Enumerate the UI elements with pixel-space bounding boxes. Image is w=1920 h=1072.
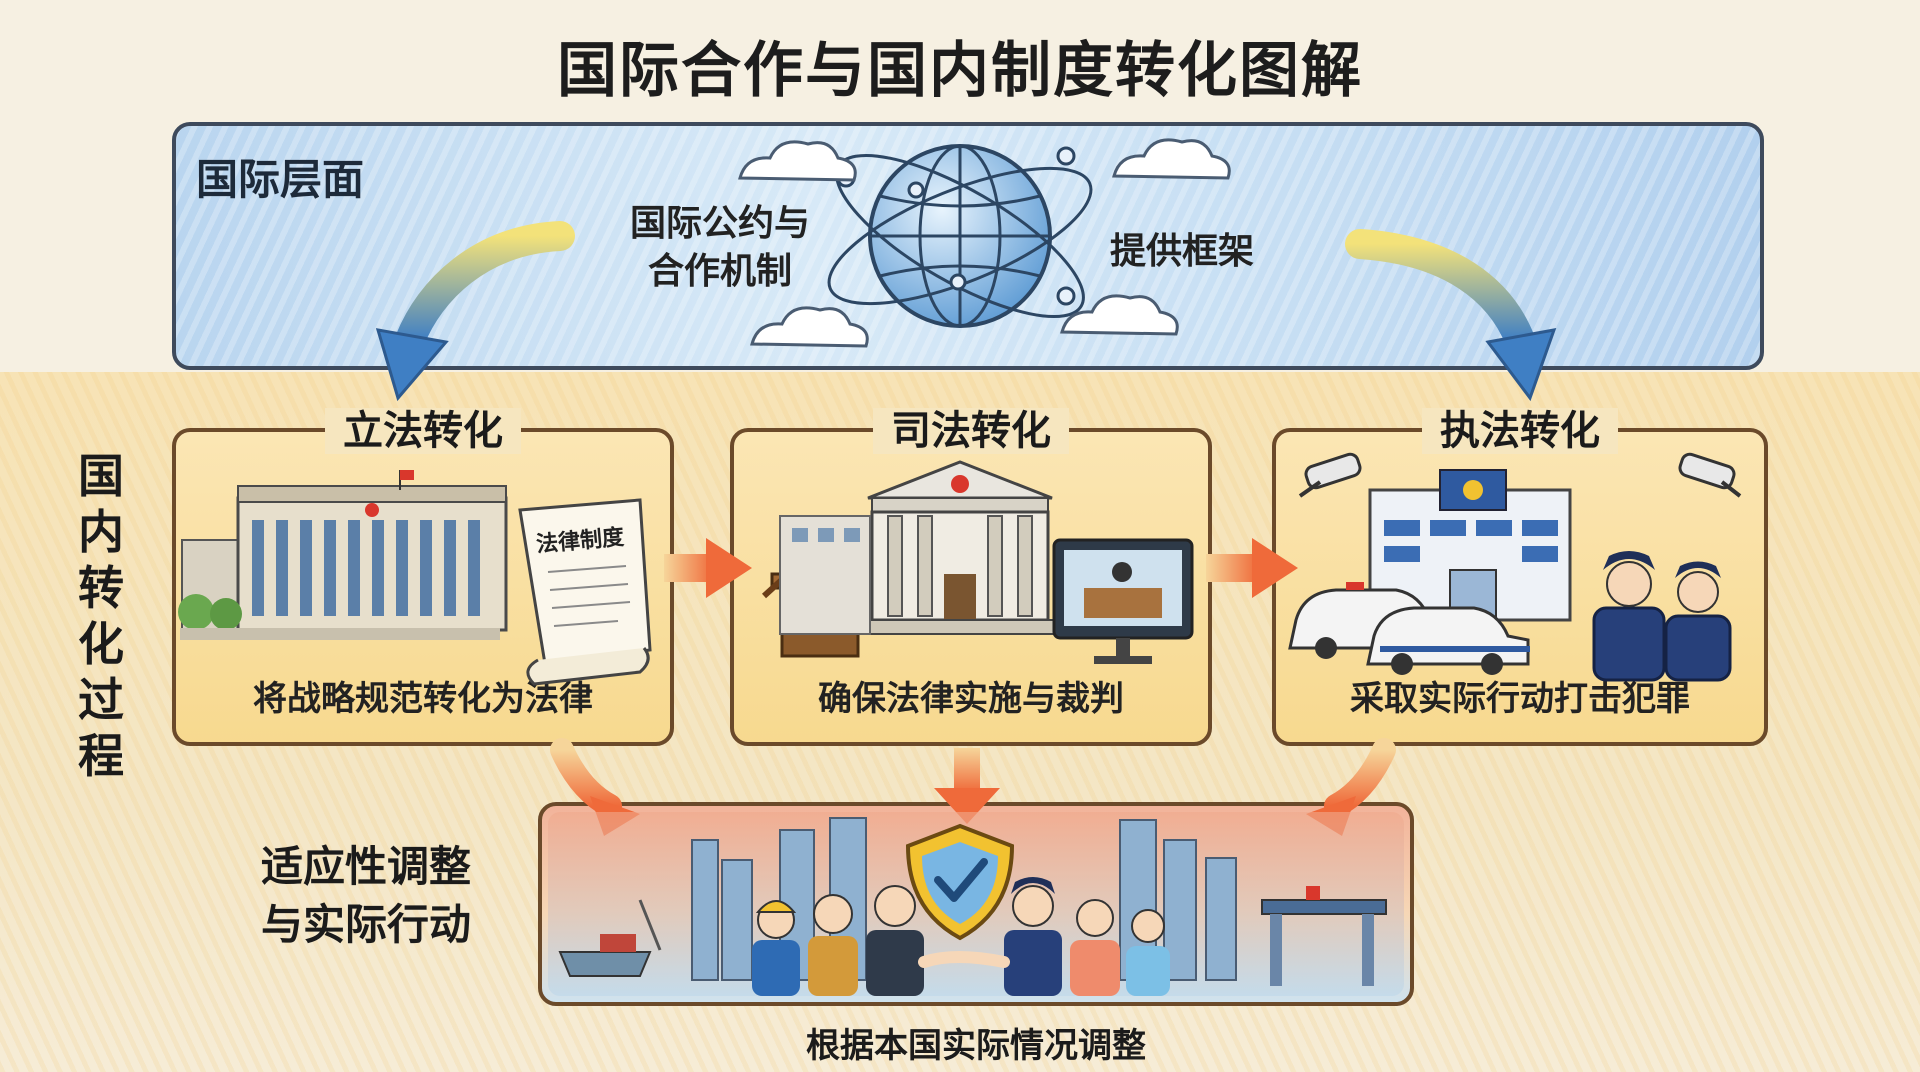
police-car-icon bbox=[1288, 582, 1530, 675]
domestic-char: 转 bbox=[78, 561, 124, 615]
judicial-down-arrow bbox=[934, 748, 1000, 824]
cloud-icon bbox=[738, 138, 1231, 348]
judicial-title: 司法转化 bbox=[873, 408, 1069, 454]
cctv-camera-icon bbox=[1298, 452, 1742, 498]
legislative-to-judicial-arrow bbox=[664, 538, 752, 598]
domestic-char: 国 bbox=[78, 449, 124, 503]
domestic-char: 内 bbox=[78, 505, 124, 559]
domestic-char: 化 bbox=[78, 617, 124, 671]
people-handshake-icon bbox=[752, 877, 1170, 996]
conventions-line-1: 国际公约与 bbox=[629, 203, 810, 244]
judicial-to-enforcement-arrow bbox=[1206, 538, 1298, 598]
page-title: 国际合作与国内制度转化图解 bbox=[557, 36, 1363, 106]
domestic-process-label: 国 内 转 化 过 程 bbox=[74, 448, 128, 784]
international-label: 国际层面 bbox=[196, 155, 365, 204]
police-officers-icon bbox=[1592, 551, 1732, 682]
right-down-arrow bbox=[1345, 229, 1557, 402]
adaptation-line-2: 与实际行动 bbox=[260, 900, 471, 949]
enforcement-caption: 采取实际行动打击犯罪 bbox=[1350, 679, 1690, 719]
conventions-line-2: 合作机制 bbox=[647, 251, 792, 292]
shield-check-icon bbox=[905, 823, 1015, 941]
domestic-char: 程 bbox=[78, 729, 124, 783]
video-court-monitor-icon bbox=[1052, 538, 1194, 664]
left-down-arrow bbox=[375, 221, 575, 402]
courthouse-icon bbox=[779, 460, 1057, 635]
law-scroll-icon: 法律制度 bbox=[518, 498, 652, 686]
framework-label: 提供框架 bbox=[1110, 231, 1255, 272]
enforcement-title: 执法转化 bbox=[1422, 408, 1618, 454]
conventions-label: 国际公约与 合作机制 bbox=[600, 200, 840, 296]
adaptation-label: 适应性调整 与实际行动 bbox=[246, 838, 486, 954]
globe-icon bbox=[827, 144, 1093, 328]
adaptation-caption: 根据本国实际情况调整 bbox=[806, 1026, 1146, 1066]
legislative-caption: 将战略规范转化为法律 bbox=[253, 679, 593, 719]
judicial-caption: 确保法律实施与裁判 bbox=[818, 679, 1124, 719]
parliament-building-icon bbox=[178, 470, 508, 640]
legislative-title: 立法转化 bbox=[325, 408, 521, 454]
adaptation-line-1: 适应性调整 bbox=[260, 842, 471, 891]
domestic-char: 过 bbox=[78, 673, 124, 727]
